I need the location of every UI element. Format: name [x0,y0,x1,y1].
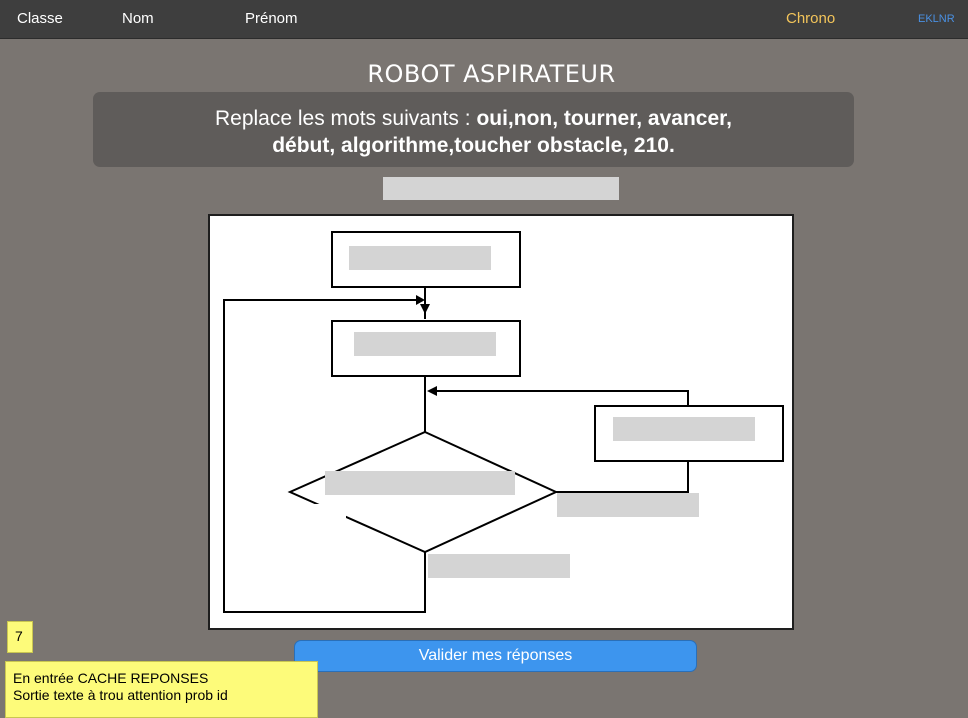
instructions-line-1: Replace les mots suivants : oui,non, tou… [93,105,854,132]
classe-field[interactable]: Classe [17,10,63,27]
sticky-note-line-1: En entrée CACHE REPONSES [13,670,209,686]
instructions-words-2: début, algorithme,toucher obstacle, 210. [272,134,675,157]
instructions-words-1: oui,non, tourner, avancer, [476,107,732,130]
validate-button[interactable]: Valider mes réponses [294,640,697,672]
blank-turn-answer[interactable] [613,417,755,441]
blank-action-answer[interactable] [354,332,496,356]
nom-field[interactable]: Nom [122,10,154,27]
top-bar: Classe Nom Prénom Chrono EKLNR [0,0,968,39]
sticky-note-line-2: Sortie texte à trou attention prob id [13,687,228,703]
sticky-note-number: 7 [7,621,33,653]
blank-start-answer[interactable] [349,246,491,270]
prenom-field[interactable]: Prénom [245,10,298,27]
blank-branch-right-answer[interactable] [557,493,699,517]
blank-title-answer[interactable] [383,177,619,200]
code-link[interactable]: EKLNR [918,13,955,25]
instructions-line-2: début, algorithme,toucher obstacle, 210. [93,132,854,159]
page-title: ROBOT ASPIRATEUR [367,60,616,88]
blank-branch-bottom-answer[interactable] [428,554,570,578]
chrono-label: Chrono [786,10,836,27]
blank-decision-answer[interactable] [325,471,515,495]
sticky-note: En entrée CACHE REPONSES Sortie texte à … [5,661,318,718]
instructions-box: Replace les mots suivants : oui,non, tou… [93,92,854,167]
instructions-lead: Replace les mots suivants : [214,107,477,130]
